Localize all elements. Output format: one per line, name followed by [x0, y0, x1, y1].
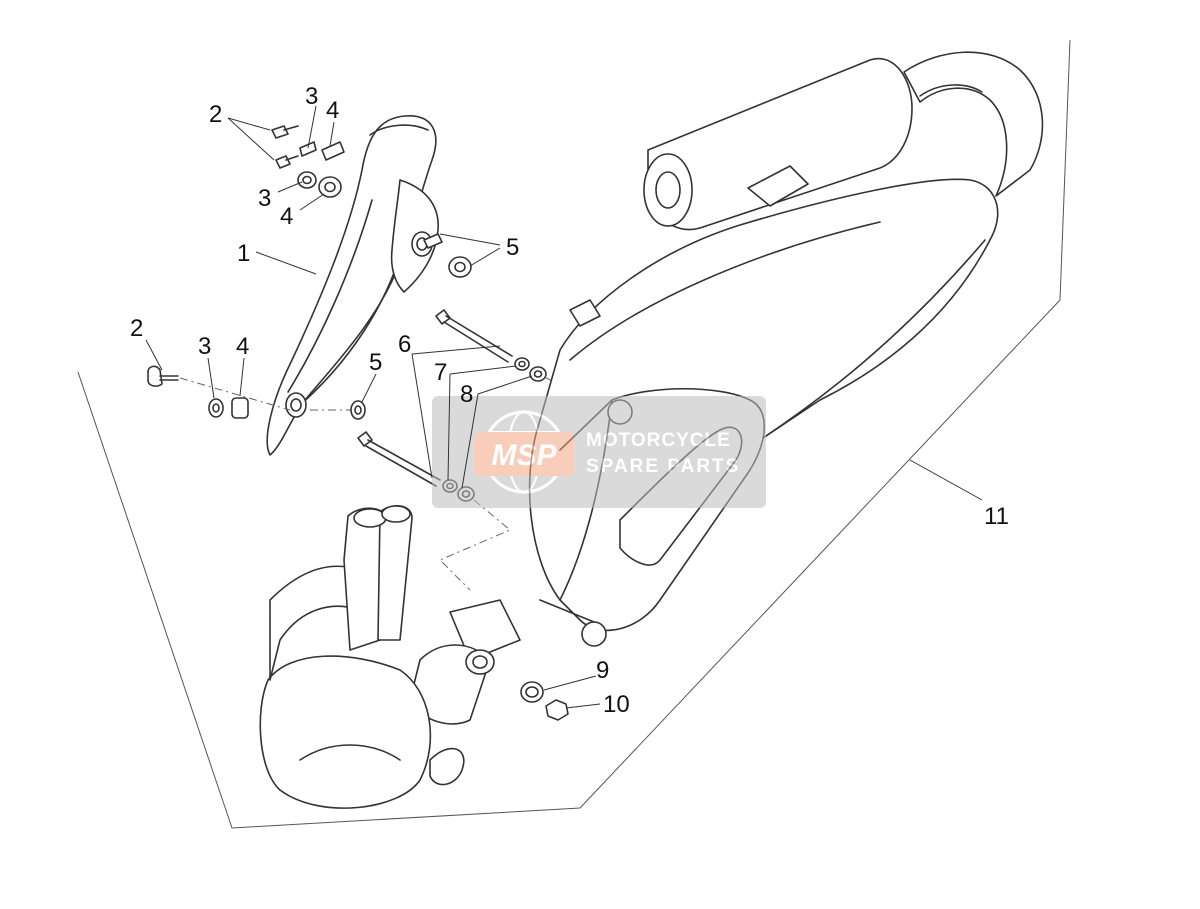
callout-8: 8	[460, 381, 473, 408]
lower-fasteners	[147, 365, 366, 420]
callout-4-top: 4	[326, 97, 339, 124]
callout-10: 10	[603, 691, 630, 718]
callouts: 1 2 3 4 3 4 5 2 3 4 5 6 7 8 9 10 11	[130, 83, 1009, 718]
leader-lines	[145, 105, 983, 709]
callout-3-left: 3	[198, 333, 211, 360]
watermark-line1: MOTORCYCLE	[586, 430, 731, 451]
callout-5-left: 5	[369, 349, 382, 376]
callout-5-top: 5	[506, 234, 519, 261]
watermark-logo-badge	[474, 432, 574, 476]
callout-3-top: 3	[305, 83, 318, 110]
heat-shield	[266, 115, 439, 456]
callout-7: 7	[434, 359, 447, 386]
callout-9: 9	[596, 657, 609, 684]
callout-3-mid: 3	[258, 185, 271, 212]
watermark-logo: MSP	[491, 439, 557, 472]
callout-2-left: 2	[130, 315, 143, 342]
watermark-line2: SPARE PARTS	[586, 456, 740, 477]
callout-6: 6	[398, 331, 411, 358]
watermark-box	[432, 396, 766, 508]
assembly-boundary	[77, 39, 1071, 829]
gasket-and-nut	[520, 681, 569, 721]
callout-4-mid: 4	[280, 203, 293, 230]
callout-4-left: 4	[236, 333, 249, 360]
callout-11: 11	[984, 503, 1009, 530]
callout-1: 1	[237, 240, 250, 267]
watermark: MSP MOTORCYCLE SPARE PARTS	[432, 396, 766, 508]
upper-fasteners	[271, 125, 472, 278]
callout-2-top: 2	[209, 101, 222, 128]
